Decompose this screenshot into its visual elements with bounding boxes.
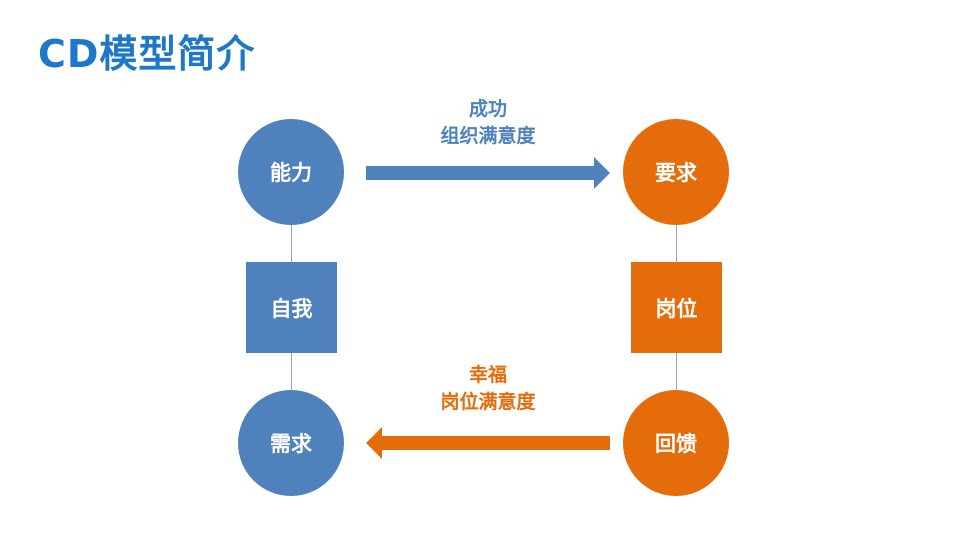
top-arrow-label: 成功 组织满意度 — [368, 96, 608, 150]
bottom-arrow-label-line2: 岗位满意度 — [440, 391, 536, 413]
top-arrow-label-line1: 成功 — [468, 98, 507, 120]
node-requirement: 要求 — [623, 119, 729, 225]
left-arrow — [366, 427, 610, 459]
node-reward-label: 回馈 — [655, 432, 697, 456]
bottom-arrow-label: 幸福 岗位满意度 — [368, 362, 608, 416]
box-position-label: 岗位 — [655, 296, 698, 321]
bottom-arrow-label-line1: 幸福 — [468, 364, 507, 386]
node-need-label: 需求 — [270, 432, 312, 456]
node-ability-label: 能力 — [270, 161, 312, 185]
right-arrow — [366, 157, 610, 189]
box-position: 岗位 — [631, 262, 722, 353]
slide-title: CD模型简介 — [38, 32, 256, 76]
node-requirement-label: 要求 — [655, 161, 697, 185]
box-self: 自我 — [246, 262, 337, 353]
node-reward: 回馈 — [623, 390, 729, 496]
node-ability: 能力 — [238, 119, 344, 225]
top-arrow-label-line2: 组织满意度 — [440, 125, 536, 147]
node-need: 需求 — [238, 390, 344, 496]
box-self-label: 自我 — [270, 296, 313, 321]
